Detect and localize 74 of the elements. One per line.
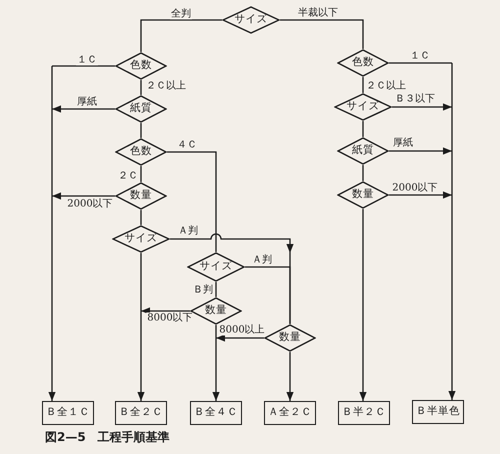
- decision-diamond: [337, 137, 389, 165]
- figure-caption: 図2—5 工程手順基準: [45, 431, 170, 444]
- decision-text: 色数: [130, 146, 152, 158]
- arrow: [286, 352, 294, 401]
- arrow: [52, 192, 115, 200]
- decision-text: 色数: [130, 60, 152, 72]
- edge-label: 8000以上: [218, 324, 266, 336]
- arrow: [212, 325, 220, 401]
- decision-diamond: [337, 181, 389, 209]
- connector-line: [140, 80, 142, 95]
- edge-label: Ａ判: [177, 226, 199, 236]
- arrow: [392, 103, 452, 111]
- result-text: Ｂ全１Ｃ: [46, 407, 90, 419]
- connector-line: [245, 266, 291, 324]
- edge-label: 厚紙: [76, 96, 98, 108]
- edge-label: Ａ判: [251, 254, 273, 266]
- result-box: [338, 401, 390, 425]
- decision-diamond: [334, 93, 392, 121]
- decision-diamond: [115, 95, 167, 123]
- decision-diamond: [115, 52, 167, 80]
- decision-text: 色数: [352, 57, 374, 69]
- result-box: [412, 400, 464, 424]
- arrow: [448, 63, 456, 400]
- decision-diamond: [112, 225, 170, 253]
- decision-diamond: [337, 49, 389, 77]
- arrow: [141, 307, 190, 315]
- result-box: [264, 401, 316, 425]
- decision-diamond: [187, 252, 245, 282]
- edge-label: １Ｃ: [76, 54, 98, 66]
- result-box: [190, 401, 242, 425]
- decision-text: 紙質: [352, 145, 374, 157]
- result-text: Ｂ半単色: [416, 406, 460, 418]
- decision-diamond: [115, 138, 167, 166]
- connector-line: [362, 165, 364, 181]
- arrow: [137, 253, 145, 401]
- edge-label: 厚紙: [392, 138, 414, 148]
- connector-line: [167, 151, 217, 252]
- result-text: Ｂ全２Ｃ: [119, 407, 163, 419]
- edge-label: 全判: [170, 8, 192, 20]
- connector-line: [140, 166, 142, 182]
- decision-diamond: [264, 324, 316, 352]
- result-box: [115, 401, 167, 425]
- decision-text: 紙質: [130, 103, 152, 115]
- arrow: [389, 191, 452, 199]
- connector-line: [389, 62, 452, 64]
- connector-line: [140, 123, 142, 138]
- decision-text: サイズ: [200, 261, 232, 273]
- result-text: Ａ全２Ｃ: [268, 407, 312, 419]
- connector-line: [140, 19, 222, 52]
- decision-text: 数量: [130, 190, 152, 202]
- edge-label: 2000以下: [391, 182, 439, 194]
- connector-line: [362, 77, 364, 93]
- arrow: [48, 66, 56, 401]
- arrow: [389, 147, 452, 155]
- decision-diamond: [222, 6, 280, 34]
- decision-text: 数量: [205, 305, 227, 317]
- connector-line: [52, 65, 115, 67]
- arrow: [52, 105, 115, 113]
- arrow: [359, 209, 367, 401]
- result-text: Ｂ全４Ｃ: [194, 407, 238, 419]
- result-text: Ｂ半２Ｃ: [342, 407, 386, 419]
- arrow: [216, 334, 264, 342]
- connector-line: [215, 282, 217, 297]
- edge-label: ４Ｃ: [176, 140, 198, 150]
- decision-diamond: [115, 182, 167, 210]
- connector-line: [280, 19, 364, 49]
- decision-text: 数量: [279, 332, 301, 344]
- connector-line: [362, 121, 364, 137]
- connector-line: [140, 210, 142, 225]
- edge-label: 半裁以下: [297, 8, 339, 18]
- edge-label: 2000以下: [66, 198, 114, 210]
- result-box: [42, 401, 94, 425]
- decision-text: 数量: [352, 189, 374, 201]
- edge-label: 8000以下: [146, 312, 194, 324]
